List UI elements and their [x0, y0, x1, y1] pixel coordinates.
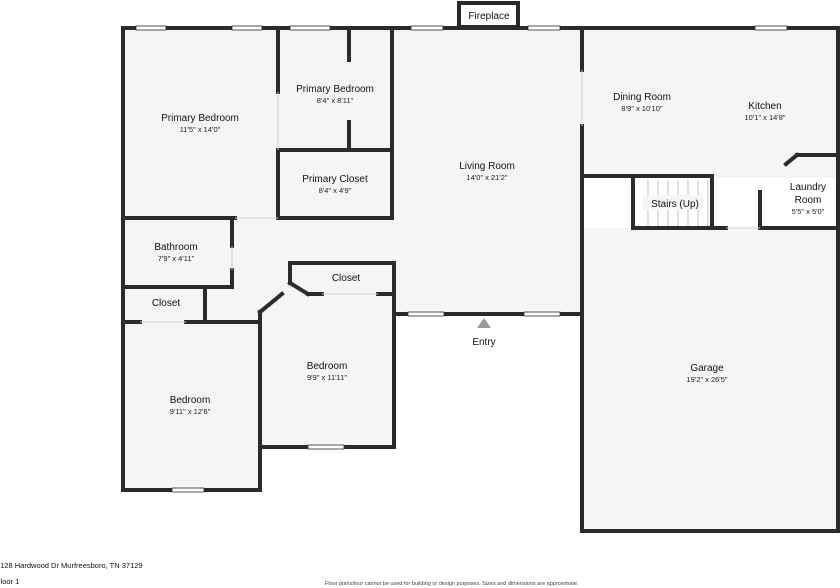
fireplace-label: Fireplace [468, 11, 510, 22]
windows [135, 25, 788, 493]
dining-room-name: Dining Room [613, 92, 671, 103]
living-room-dim: 14'0" x 21'2" [466, 173, 507, 182]
primary-bedroom-dim: 11'5" x 14'0" [180, 125, 221, 134]
floor-label: Floor 1 [0, 577, 20, 586]
kitchen-name: Kitchen [748, 101, 781, 112]
primary-bedroom-2-dim: 8'4" x 8'11" [317, 96, 354, 105]
laundry-room-name-line2: Room [795, 195, 822, 206]
room-labels: Primary Bedroom 11'5" x 14'0" Primary Be… [152, 84, 826, 416]
primary-closet-dim: 8'4" x 4'9" [319, 186, 352, 195]
bedroom-center-name: Bedroom [307, 361, 348, 372]
primary-bedroom-name: Primary Bedroom [161, 113, 239, 124]
bathroom-name: Bathroom [154, 242, 197, 253]
entry-label: Entry [472, 337, 495, 348]
bedroom-center-dim: 9'9" x 11'11" [307, 373, 347, 382]
kitchen-dim: 10'1" x 14'8" [744, 113, 785, 122]
bedroom-left-name: Bedroom [170, 395, 211, 406]
living-room-name: Living Room [459, 161, 515, 172]
property-address: 3128 Hardwood Dr Murfreesboro, TN 37129 [0, 561, 143, 570]
bedroom-left-dim: 9'11" x 12'6" [170, 407, 211, 416]
floor-fills [123, 28, 838, 531]
closet-center-name: Closet [332, 273, 361, 284]
entry-arrow-icon [477, 318, 491, 328]
primary-bedroom-2-name: Primary Bedroom [296, 84, 374, 95]
walls [121, 26, 840, 533]
door-openings [140, 70, 760, 323]
fireplace: Fireplace [457, 1, 520, 29]
stairs-label: Stairs (Up) [651, 199, 699, 210]
garage-dim: 19'2" x 26'5" [686, 375, 727, 384]
dining-room-dim: 8'9" x 10'10" [621, 104, 662, 113]
bathroom-dim: 7'9" x 4'11" [158, 254, 195, 263]
primary-closet-name: Primary Closet [302, 174, 368, 185]
closet-left-name: Closet [152, 298, 181, 309]
garage-name: Garage [690, 363, 724, 374]
laundry-room-dim: 5'5" x 5'0" [792, 207, 825, 216]
disclaimer: Floor plans/tour cannot be used for buil… [325, 581, 579, 587]
laundry-room-name-line1: Laundry [790, 182, 826, 193]
